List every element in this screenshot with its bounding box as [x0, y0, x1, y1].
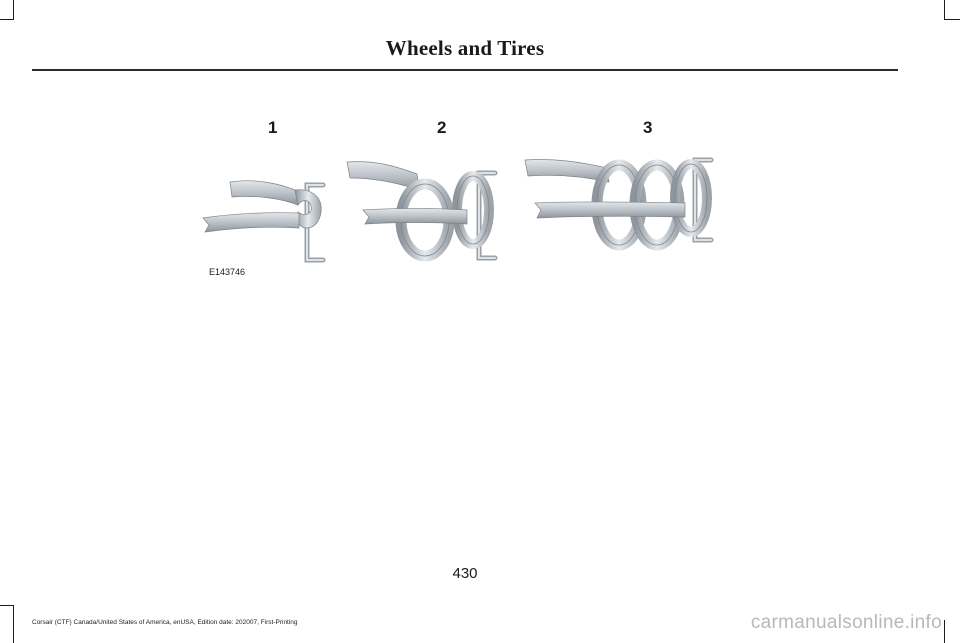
crop-mark-top-left-horizontal [0, 19, 14, 20]
crop-mark-top-left-vertical [13, 0, 14, 20]
knot-step-2 [346, 161, 498, 262]
page-title: Wheels and Tires [385, 36, 545, 60]
edition-footer: Corsair (CTF) Canada/United States of Am… [32, 619, 298, 626]
step-label-2: 2 [437, 118, 447, 137]
page-number: 430 [452, 565, 478, 582]
crop-mark-bottom-left-horizontal [0, 605, 14, 606]
crop-mark-bottom-right-vertical [944, 620, 945, 643]
step-label-3: 3 [643, 118, 653, 137]
knot-illustration-graphic [202, 157, 714, 263]
knot-step-3 [524, 157, 714, 251]
crop-mark-top-right-horizontal [944, 19, 960, 20]
step-label-1: 1 [268, 118, 278, 137]
header-rule [32, 69, 898, 71]
crop-mark-bottom-left-vertical [13, 605, 14, 643]
figure-id: E143746 [209, 267, 246, 277]
crop-mark-top-right-vertical [944, 0, 945, 20]
watermark: carmanualsonline.info [750, 612, 942, 633]
knot-step-1 [202, 180, 326, 263]
knot-illustration: 1 2 3 E143746 [195, 110, 755, 295]
